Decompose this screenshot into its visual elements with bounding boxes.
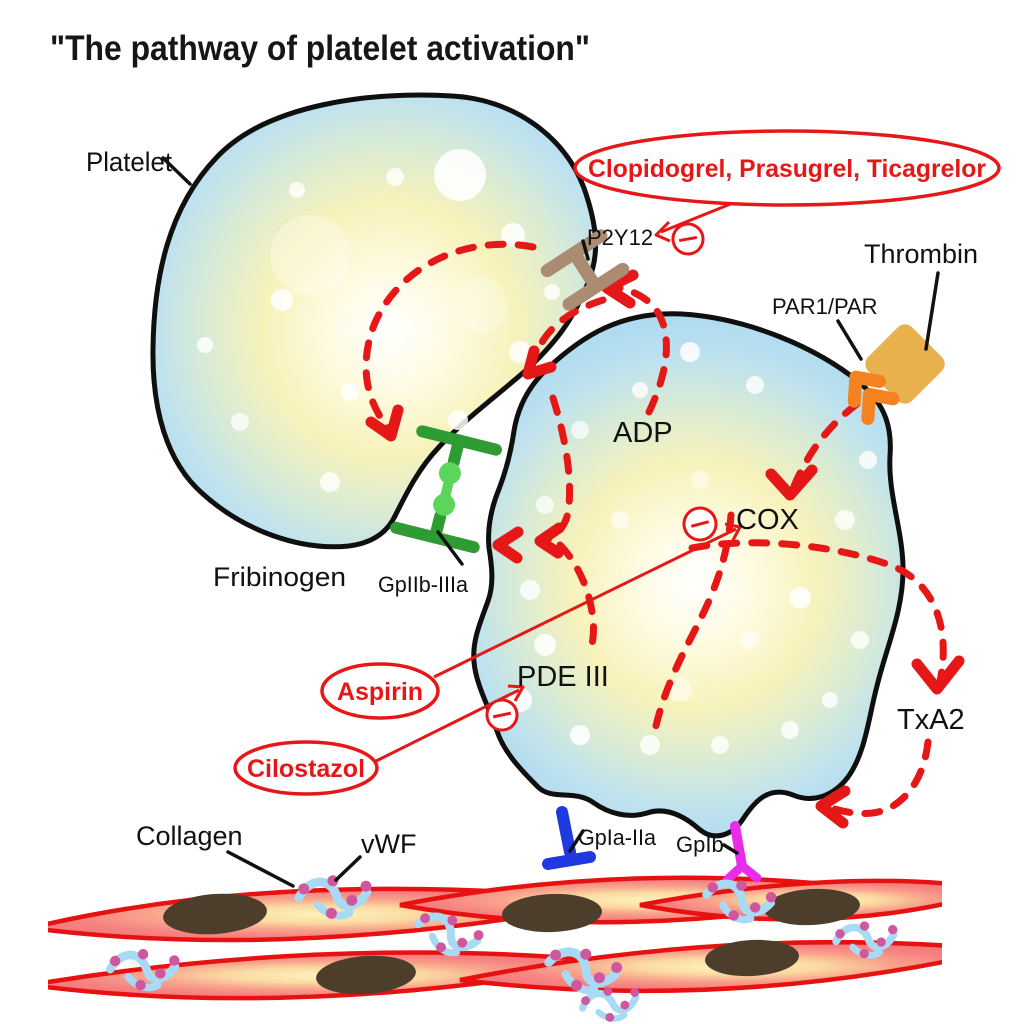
txa2-label: TxA2 bbox=[897, 704, 965, 736]
p2y12-label: P2Y12 bbox=[587, 225, 653, 250]
aspirin-callout: Aspirin bbox=[320, 662, 440, 720]
arrow-cox-down bbox=[651, 511, 735, 734]
fibrinogen-label: Fribinogen bbox=[213, 562, 346, 592]
clopidogrel-arrow bbox=[660, 201, 734, 234]
arrowhead-thin bbox=[507, 684, 525, 702]
gpiib-iiia-receptor bbox=[390, 425, 502, 554]
arrowhead bbox=[815, 785, 851, 829]
arrow-adp-to-p2y12 bbox=[616, 284, 670, 416]
cilostazol-label: Cilostazol bbox=[247, 755, 365, 783]
arrowhead bbox=[534, 522, 565, 559]
arrow-cox-to-txa2 bbox=[688, 539, 947, 690]
gpia-iia-receptor bbox=[542, 806, 596, 870]
collagen-vessel-wall bbox=[48, 875, 942, 1001]
arrowhead-thin bbox=[724, 522, 742, 543]
granule-bubbles bbox=[508, 342, 877, 755]
arrowhead bbox=[765, 464, 818, 501]
aspirin-label: Aspirin bbox=[337, 678, 423, 706]
p2y12-receptor bbox=[540, 229, 630, 311]
granule-bubbles bbox=[197, 149, 560, 518]
adp-label: ADP bbox=[613, 417, 673, 449]
signal-arrows bbox=[362, 240, 965, 829]
platelet-label: Platelet bbox=[86, 147, 172, 177]
p2y12-inhibitors-label: Clopidogrel, Prasugrel, Ticagrelor bbox=[588, 155, 986, 183]
fibrinogen-bridge bbox=[433, 462, 461, 516]
thrombin-label: Thrombin bbox=[864, 239, 978, 269]
arrowhead-thin bbox=[654, 220, 671, 243]
arrowhead bbox=[522, 345, 557, 380]
gpib-receptor bbox=[722, 821, 762, 885]
platelet-cell-2 bbox=[471, 311, 906, 839]
gpib-label: GpIb bbox=[676, 832, 724, 857]
par-label: PAR1/PAR bbox=[772, 294, 878, 319]
collagen-label: Collagen bbox=[136, 821, 243, 851]
arrow-txa2-return bbox=[822, 738, 932, 817]
arrowhead bbox=[365, 404, 404, 442]
arrow-branch-down bbox=[556, 541, 597, 648]
inhibition-minus-signs bbox=[485, 222, 718, 732]
gpia-iia-label: GpIa-IIa bbox=[578, 825, 657, 850]
p2y12-inhibitors-callout: Clopidogrel, Prasugrel, Ticagrelor bbox=[573, 129, 1001, 207]
diagram-title: "The pathway of platelet activation" bbox=[50, 29, 590, 68]
gpiib-iiia-label: GpIIb-IIIa bbox=[378, 572, 469, 597]
arrowhead bbox=[492, 526, 524, 564]
cilostazol-callout: Cilostazol bbox=[233, 740, 379, 796]
arrowhead bbox=[601, 269, 639, 309]
arrowhead bbox=[911, 655, 965, 695]
cox-label: COX bbox=[736, 504, 799, 536]
vwf-label: vWF bbox=[361, 829, 416, 859]
par-receptor bbox=[847, 370, 900, 425]
label-pointers bbox=[161, 156, 940, 888]
arrow-adp-to-gpiibiiia-platelet1 bbox=[362, 240, 537, 434]
fiber-nuclei bbox=[163, 888, 860, 995]
pde3-label: PDE III bbox=[517, 661, 609, 693]
aspirin-arrow bbox=[433, 527, 737, 679]
